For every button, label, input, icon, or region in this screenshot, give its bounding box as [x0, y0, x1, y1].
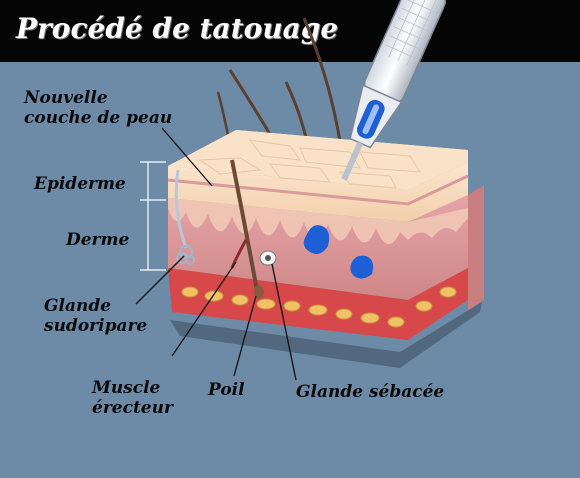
- label-sebaceous-gland: Glande sébacée: [296, 382, 445, 402]
- new-skin-layer-line: [167, 174, 469, 206]
- sweat-gland-coil: [176, 245, 195, 265]
- hair-bulb: [254, 285, 264, 299]
- block-shadow: [170, 302, 482, 368]
- diagram-title: Procédé de tatouage: [16, 12, 339, 45]
- label-hair: Poil: [208, 380, 245, 400]
- label-sweat-gland: Glande sudoripare: [44, 296, 148, 336]
- tattoo-needle: [341, 0, 447, 181]
- ink-deposit: [350, 255, 374, 279]
- hair-strand: [284, 81, 308, 139]
- layer-brackets: [140, 161, 166, 271]
- block-right-face: [468, 185, 484, 310]
- leader-lines: [135, 127, 297, 381]
- label-epidermis: Epiderme: [34, 174, 126, 194]
- title-bar: Procédé de tatouage: [0, 0, 580, 62]
- sweat-duct: [174, 169, 188, 249]
- label-new-skin-layer: Nouvelle couche de peau: [24, 88, 173, 128]
- fat-cells: [181, 286, 457, 328]
- label-arrector-muscle: Muscle érecteur: [92, 378, 173, 418]
- hair-follicle: [230, 159, 260, 297]
- label-dermis: Derme: [66, 230, 130, 250]
- ink-deposit: [303, 225, 330, 254]
- epidermis-layer: [168, 162, 468, 222]
- hair-strand: [302, 17, 342, 143]
